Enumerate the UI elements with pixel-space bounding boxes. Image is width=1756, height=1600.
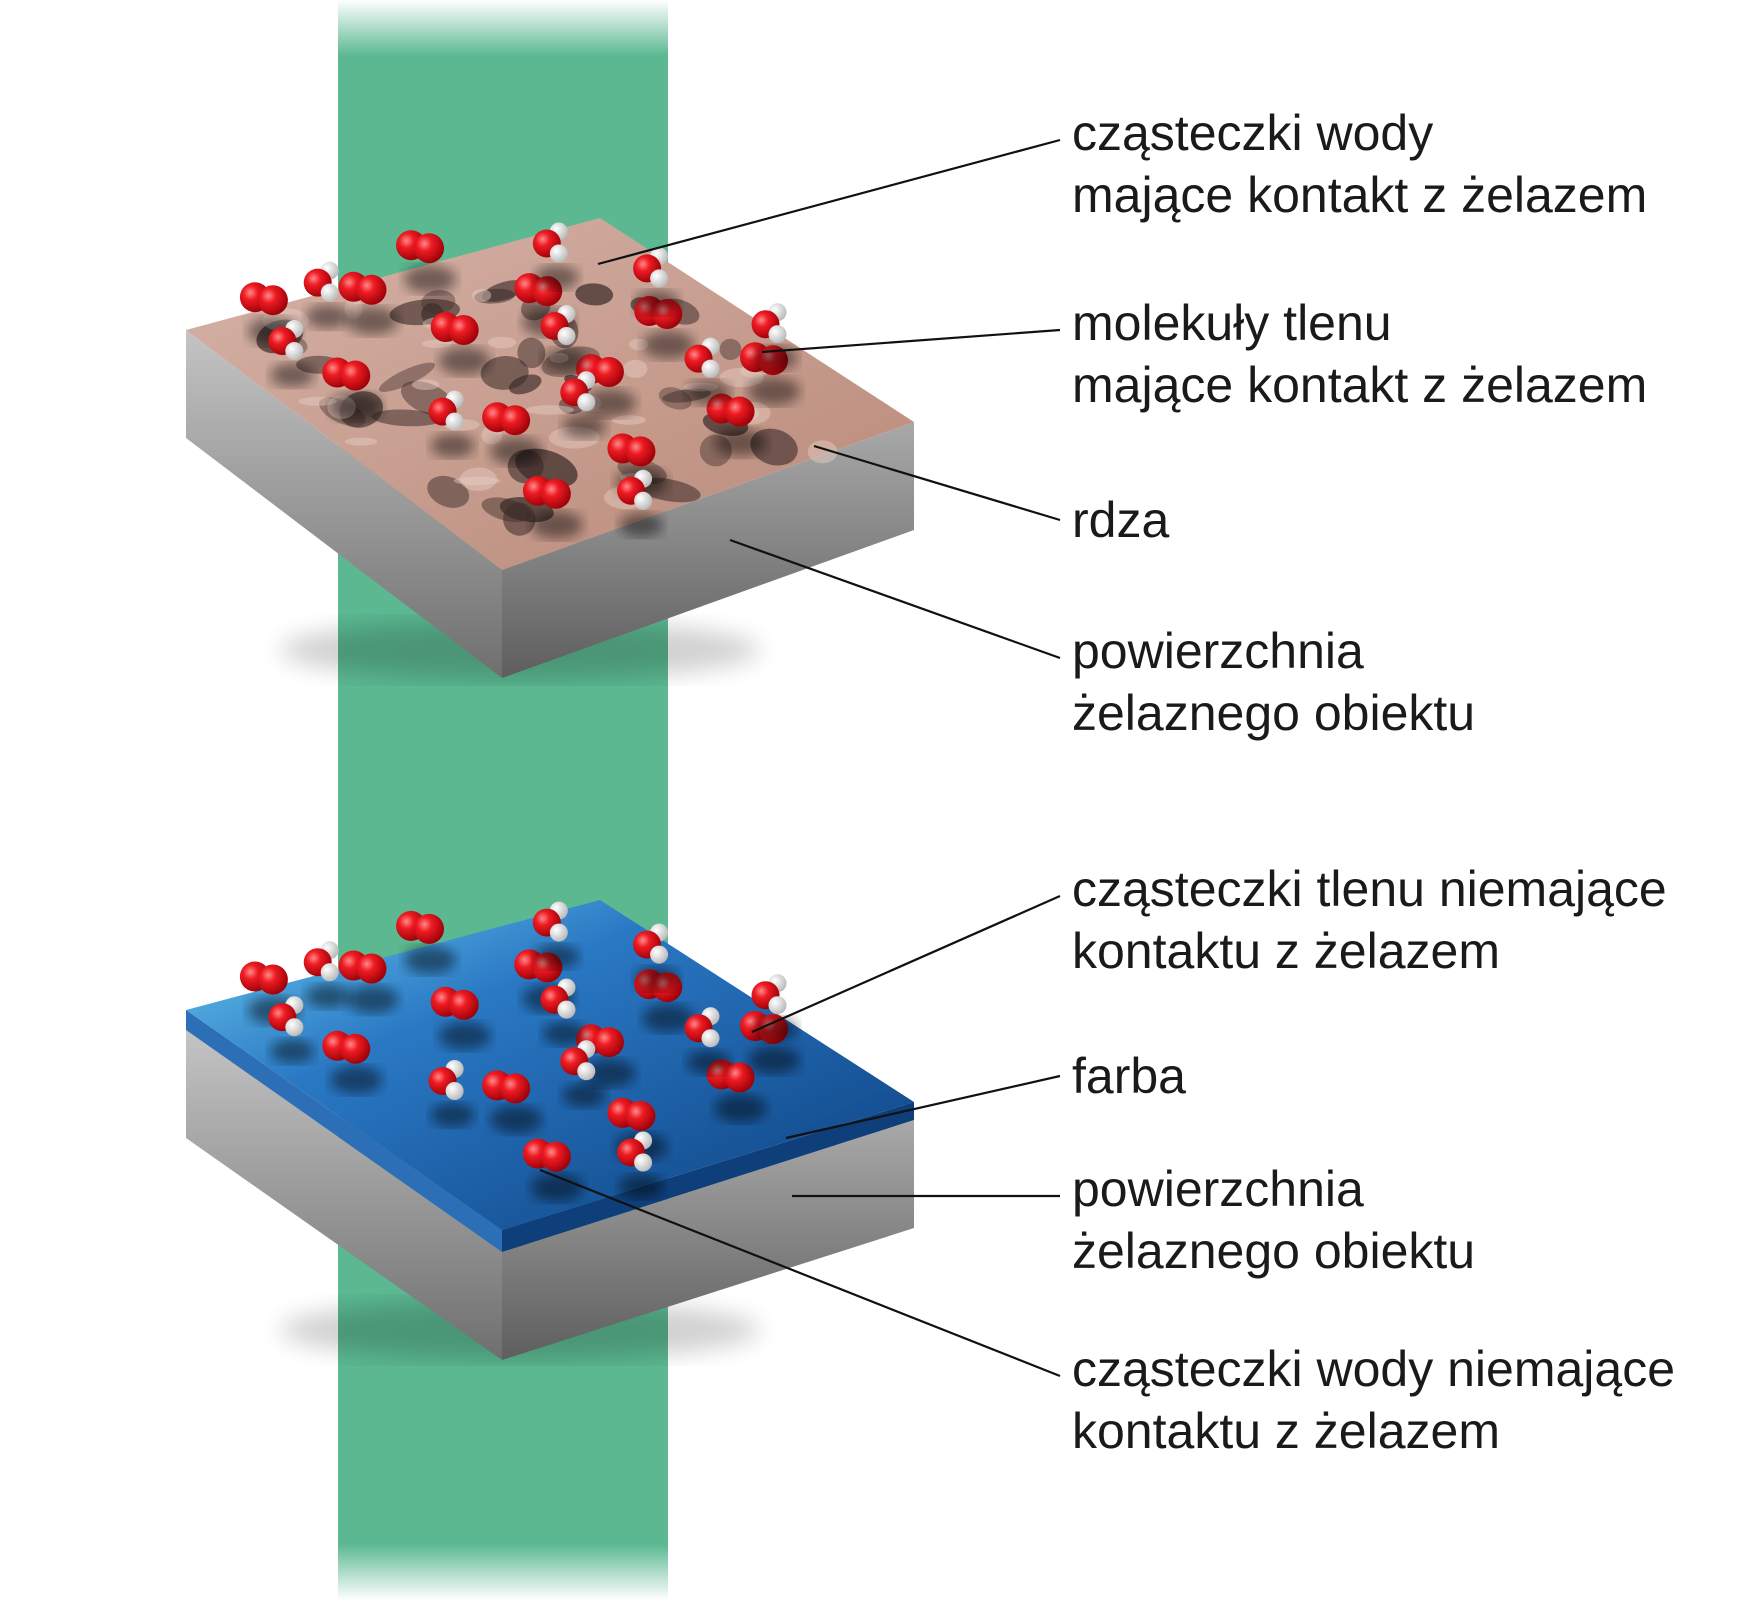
- label-water-no-contact: cząsteczki wody niemające kontaktu z żel…: [1072, 1341, 1676, 1459]
- oxygen-molecule: [338, 950, 399, 1014]
- leader-oxygen-no-contact: [751, 894, 1061, 1034]
- bottom-slab-molecules: [239, 901, 800, 1202]
- bottom-slab-right-side: [502, 1120, 914, 1360]
- top-slab-molecules: [239, 222, 800, 539]
- leader-lines: [539, 138, 1061, 1378]
- water-molecule: [532, 901, 579, 969]
- leader-oxygen-contact: [761, 328, 1061, 354]
- water-molecule: [633, 923, 680, 991]
- oxygen-molecule: [430, 986, 491, 1050]
- oxygen-molecule: [522, 475, 583, 539]
- oxygen-molecule: [430, 311, 491, 375]
- label-oxygen-contact: molekuły tlenu mające kontakt z żelazem: [1072, 295, 1648, 413]
- leader-water-contact: [597, 138, 1061, 266]
- label-water-contact: cząsteczki wody mające kontakt z żelazem: [1072, 105, 1648, 223]
- rust-surface: [186, 218, 914, 570]
- label-iron-surface-bottom: powierzchnia żelaznego obiektu: [1072, 1161, 1476, 1279]
- water-molecule: [684, 1007, 731, 1075]
- water-molecule: [751, 974, 798, 1042]
- water-molecule: [540, 305, 587, 372]
- label-rust: rdza: [1072, 492, 1170, 548]
- water-molecule: [684, 337, 731, 405]
- water-molecule: [428, 390, 475, 458]
- water-molecule: [532, 222, 579, 290]
- water-molecule: [560, 1040, 607, 1108]
- oxygen-molecule: [338, 271, 399, 335]
- top-slab-left-side: [186, 330, 502, 678]
- label-oxygen-no-contact: cząsteczki tlenu niemające kontaktu z że…: [1072, 861, 1667, 979]
- water-molecule: [633, 247, 680, 315]
- leader-paint: [785, 1074, 1061, 1140]
- paint-layer-right-edge: [502, 1102, 914, 1252]
- water-molecule: [617, 1131, 664, 1199]
- oxygen-molecule: [322, 357, 383, 421]
- water-molecule: [540, 978, 587, 1046]
- oxygen-molecule: [396, 910, 457, 974]
- leader-iron-top: [729, 538, 1061, 660]
- bottom-slab-left-side: [186, 1030, 502, 1360]
- leader-water-no-contact: [539, 1168, 1061, 1378]
- water-molecule: [268, 320, 315, 388]
- water-molecule: [268, 996, 315, 1064]
- water-molecule: [560, 371, 607, 439]
- label-paint: farba: [1072, 1048, 1186, 1104]
- water-molecule: [303, 261, 350, 329]
- oxygen-molecule: [482, 1070, 543, 1134]
- top-slab-right-side: [502, 422, 914, 678]
- oxygen-molecule: [396, 230, 457, 294]
- paint-layer-left-edge: [186, 1010, 502, 1252]
- oxygen-molecule: [482, 402, 543, 466]
- oxygen-molecule: [322, 1030, 383, 1094]
- water-molecule: [428, 1060, 475, 1127]
- water-molecule: [617, 469, 664, 537]
- water-molecule: [303, 941, 350, 1009]
- label-iron-surface-top: powierzchnia żelaznego obiektu: [1072, 623, 1476, 741]
- leader-rust: [813, 444, 1061, 522]
- oxygen-molecule: [522, 1138, 583, 1202]
